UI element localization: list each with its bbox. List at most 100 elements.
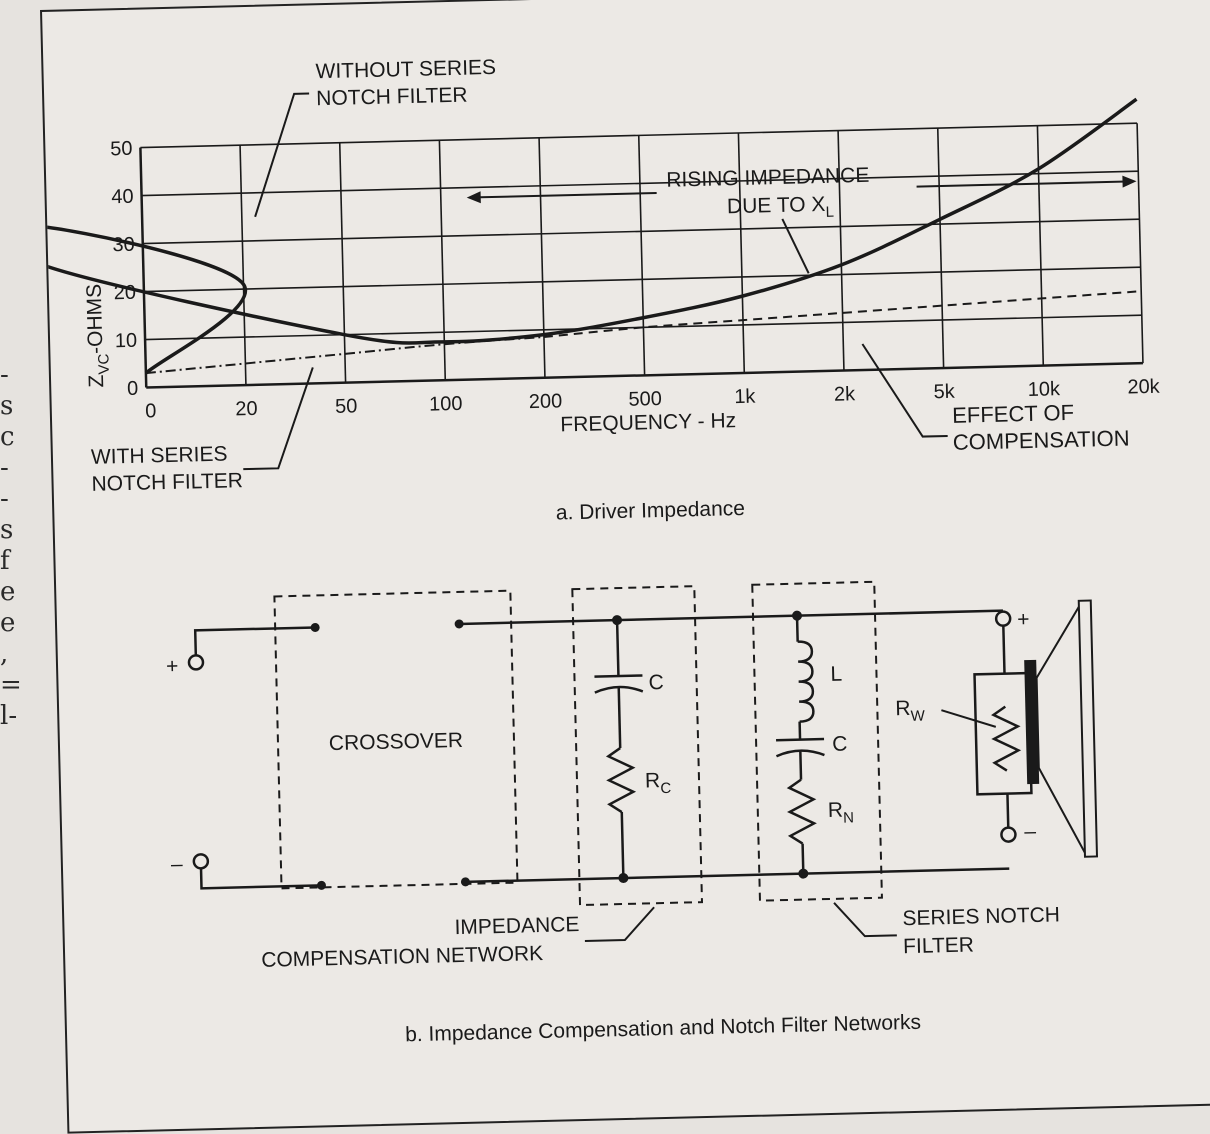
margin-glyph: -: [0, 453, 24, 484]
annotation-with-line2: NOTCH FILTER: [91, 469, 243, 496]
wire-notch-1: [797, 616, 798, 642]
caption-b: b. Impedance Compensation and Notch Filt…: [405, 1011, 921, 1047]
margin-glyph: l-: [0, 701, 24, 732]
annotation-effect-compensation: EFFECT OF COMPENSATION: [862, 338, 1130, 457]
node-xo-out-minus: [461, 877, 470, 886]
margin-glyph: =: [0, 670, 24, 701]
wire-spk-bottom: [1007, 794, 1008, 828]
x-tick-label: 20: [235, 398, 258, 421]
x-tick-label: 10k: [1027, 378, 1061, 401]
x-tick-label: 2k: [834, 383, 857, 406]
y-axis-label: ZVC-OHMS: [83, 284, 114, 388]
crossover-label: CROSSOVER: [329, 729, 464, 755]
margin-glyph: e: [0, 577, 24, 608]
margin-glyph: s: [0, 515, 24, 546]
impedance-network-box: [572, 586, 702, 905]
margin-glyph: c: [0, 422, 24, 453]
speaker-minus-terminal: [1001, 827, 1015, 841]
grid-line-v: [1137, 123, 1143, 363]
annotation-effect-line1: EFFECT OF: [952, 400, 1074, 428]
speaker-rim: [1079, 601, 1097, 857]
grid-line-v: [938, 128, 944, 368]
grid-line-v: [639, 135, 645, 375]
resistor-rn-label: RN: [828, 798, 855, 827]
annotation-effect-line2: COMPENSATION: [953, 426, 1130, 455]
margin-glyph: -: [0, 484, 24, 515]
resistor-rw: [993, 706, 1019, 771]
y-tick-label: 10: [115, 330, 138, 353]
leader-rw: [941, 709, 995, 728]
capacitor-c2-plate1: [776, 739, 824, 740]
node-xo-in-plus: [311, 623, 320, 632]
imp-network-label-line2: COMPENSATION NETWORK: [261, 942, 543, 972]
chart-series: [42, 99, 1143, 376]
wire-imp-3: [622, 812, 624, 878]
input-plus-terminal: [189, 655, 203, 669]
y-tick-label: 50: [110, 138, 133, 161]
grid-line-v: [340, 143, 346, 383]
wire-spk-top: [1003, 626, 1004, 674]
annotation-without-line2: NOTCH FILTER: [316, 84, 468, 111]
node-xo-out-plus: [455, 619, 464, 628]
input-plus-label: +: [166, 655, 179, 678]
wire-input-plus: [195, 627, 316, 655]
wire-imp-1: [617, 620, 618, 676]
x-tick-label: 1k: [734, 386, 757, 409]
capacitor-c-plate1: [594, 675, 642, 676]
speaker-minus-label: –: [1024, 820, 1037, 843]
x-tick-label: 5k: [933, 381, 956, 404]
margin-glyph: f: [0, 546, 24, 577]
x-tick-label: 50: [335, 395, 358, 418]
speaker-plus-terminal: [996, 611, 1010, 625]
notch-label-line1: SERIES NOTCH: [902, 903, 1060, 930]
resistor-rc-label: RC: [645, 769, 672, 798]
rail-top: [459, 611, 1003, 624]
x-axis-label: FREQUENCY - Hz: [560, 409, 736, 436]
annotation-rising-line2: DUE TO XL: [727, 193, 834, 224]
notch-filter-box: [752, 582, 882, 901]
wire-notch-4: [803, 844, 804, 874]
arrow-left: [475, 193, 657, 197]
inductor-l: [798, 641, 814, 721]
x-tick-label: 200: [529, 390, 563, 413]
grid-line-v: [539, 138, 545, 378]
imp-network-label-line1: IMPEDANCE: [454, 913, 579, 939]
rail-bottom: [465, 869, 1009, 882]
capacitor-c-label: C: [648, 671, 664, 694]
margin-glyph: s: [0, 391, 24, 422]
grid-line-v: [240, 145, 246, 385]
y-tick-label: 40: [111, 186, 134, 209]
wire-input-minus: [201, 865, 321, 888]
annotation-with-line1: WITH SERIES: [91, 443, 228, 469]
capacitor-c2-label: C: [832, 732, 848, 755]
leader-without: [252, 93, 312, 216]
notch-label-line2: FILTER: [903, 933, 974, 958]
speaker-plus-label: +: [1017, 608, 1030, 631]
leader-imp-network: [584, 907, 655, 941]
chart-grid: [140, 123, 1143, 387]
arrow-left-head: [467, 191, 481, 203]
input-minus-label: –: [171, 853, 184, 876]
y-tick-label: 0: [127, 378, 139, 400]
arrow-right-head: [1122, 175, 1136, 187]
x-tick-label: 0: [145, 400, 157, 422]
resistor-rw-label: RW: [895, 697, 926, 726]
circuit-diagram: CROSSOVER + –: [164, 577, 1101, 1052]
margin-glyph: ,: [0, 639, 24, 670]
series-solid-line: [42, 99, 1143, 376]
node-xo-in-minus: [317, 881, 326, 890]
input-minus-terminal: [194, 854, 208, 868]
resistor-rn: [789, 779, 815, 844]
x-tick-label: 20k: [1127, 376, 1161, 399]
margin-glyph: -: [0, 360, 24, 391]
margin-glyph: e: [0, 608, 24, 639]
grid-line-v: [140, 148, 146, 388]
wire-notch-3: [800, 752, 801, 780]
resistor-rc: [608, 748, 634, 813]
